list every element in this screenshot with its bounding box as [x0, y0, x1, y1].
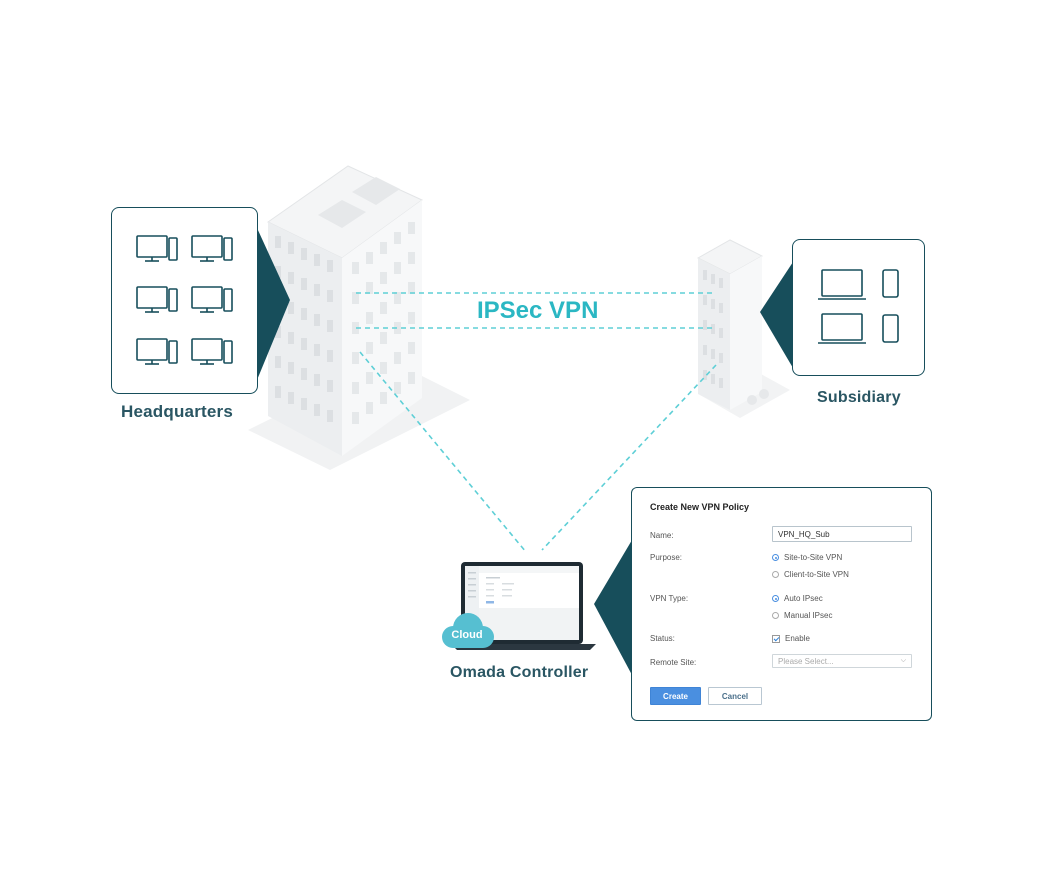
purpose-option-site-to-site[interactable]: Site-to-Site VPN: [772, 553, 842, 562]
vpn-type-label: VPN Type:: [650, 594, 689, 603]
chevron-down-icon: ⌵: [900, 657, 906, 664]
checkbox-checked[interactable]: [772, 634, 780, 643]
headquarters-label: Headquarters: [121, 402, 233, 421]
create-button[interactable]: Create: [650, 687, 701, 705]
vpn-type-option-label: Auto IPsec: [784, 594, 823, 603]
name-input[interactable]: [772, 526, 912, 542]
vpn-type-option-auto[interactable]: Auto IPsec: [772, 594, 823, 603]
purpose-option-client-to-site[interactable]: Client-to-Site VPN: [772, 570, 849, 579]
purpose-option-label: Client-to-Site VPN: [784, 570, 849, 579]
desktop-computers-icons: [136, 235, 233, 365]
subsidiary-pointer: [760, 262, 793, 368]
radio-unselected[interactable]: [772, 571, 779, 578]
hq-pointer: [257, 228, 290, 380]
radio-selected[interactable]: [772, 554, 779, 561]
subsidiary-devices-card: [792, 239, 925, 376]
radio-selected[interactable]: [772, 595, 779, 602]
purpose-option-label: Site-to-Site VPN: [784, 553, 843, 562]
subsidiary-building: [696, 239, 790, 418]
vpn-type-option-label: Manual IPsec: [784, 611, 833, 620]
status-label: Status:: [650, 634, 675, 643]
radio-unselected[interactable]: [772, 612, 779, 619]
omada-controller-label: Omada Controller: [450, 664, 589, 681]
dialog-pointer: [594, 540, 632, 675]
remote-site-select[interactable]: Please Select... ⌵: [772, 654, 912, 668]
hq-building: [267, 165, 423, 456]
dialog-title: Create New VPN Policy: [650, 502, 750, 512]
cloud-icon: [442, 613, 494, 648]
status-enable-label: Enable: [785, 634, 810, 643]
create-vpn-policy-dialog: Create New VPN Policy Name: Purpose: Sit…: [631, 487, 932, 721]
status-enable-checkbox[interactable]: Enable: [772, 634, 810, 643]
cloud-label: Cloud: [451, 629, 483, 641]
remote-site-label: Remote Site:: [650, 658, 697, 667]
hq-devices-card: [111, 207, 258, 394]
purpose-label: Purpose:: [650, 553, 683, 562]
laptops-phones-icons: [818, 269, 899, 344]
vpn-dashed-links: [356, 292, 717, 553]
vpn-label: IPSec VPN: [471, 297, 605, 325]
subsidiary-label: Subsidiary: [817, 389, 901, 406]
name-label: Name:: [650, 531, 674, 540]
vpn-type-option-manual[interactable]: Manual IPsec: [772, 611, 832, 620]
cancel-button[interactable]: Cancel: [708, 687, 762, 705]
remote-site-placeholder: Please Select...: [778, 657, 834, 666]
